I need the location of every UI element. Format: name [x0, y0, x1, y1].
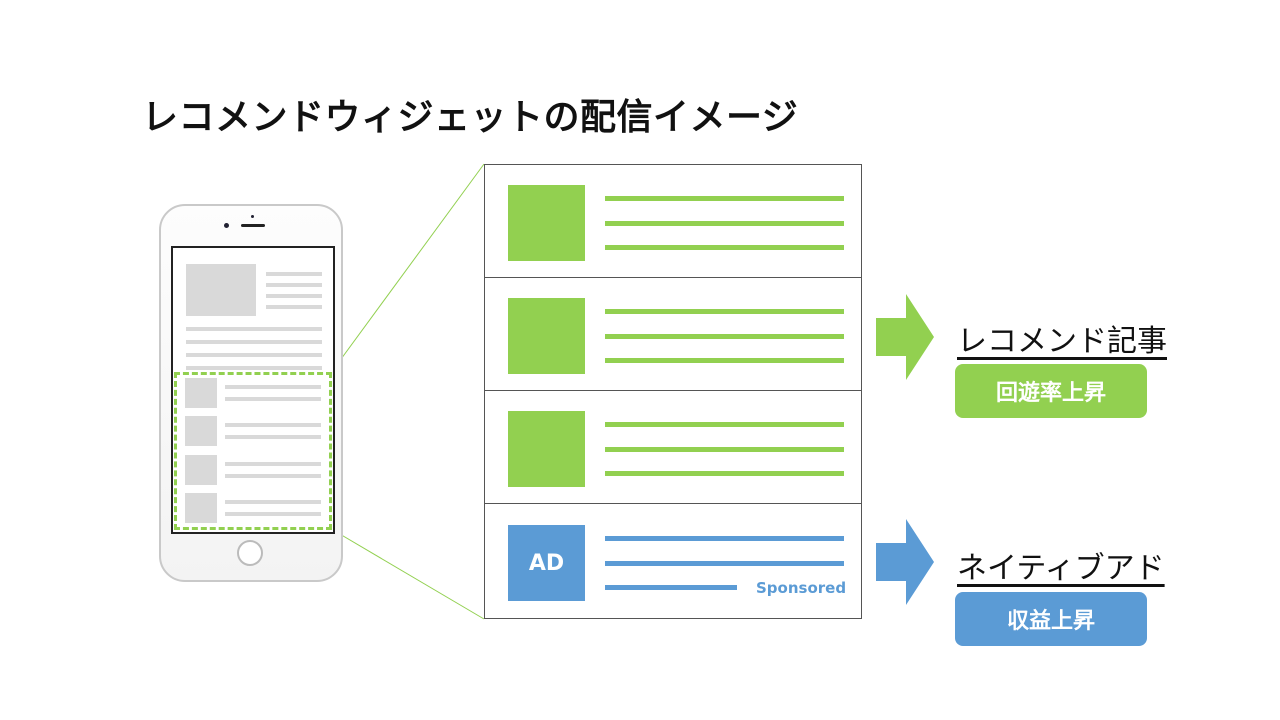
text-bar [605, 561, 844, 566]
widget-row-recommend [485, 391, 861, 504]
sponsored-label: Sponsored [756, 579, 847, 597]
article-text-line [186, 366, 322, 370]
article-text-line [266, 283, 322, 287]
article-image-placeholder [186, 264, 256, 316]
outcome-label-native-ad: ネイティブアド [957, 551, 1165, 586]
widget-text-line [225, 397, 321, 401]
recommend-thumbnail [508, 185, 585, 261]
widget-thumb-placeholder [185, 455, 217, 485]
widget-thumb-placeholder [185, 378, 217, 408]
outcome-badge-native-ad: 収益上昇 [955, 592, 1147, 646]
widget-row-recommend [485, 165, 861, 278]
outcome-badge-recommend: 回遊率上昇 [955, 364, 1147, 418]
article-text-line [186, 327, 322, 331]
page-title: レコメンドウィジェットの配信イメージ [142, 97, 799, 138]
widget-text-line [225, 385, 321, 389]
article-text-line [266, 272, 322, 276]
arrow-right-icon [876, 519, 934, 605]
widget-thumb-placeholder [185, 416, 217, 446]
text-bar [605, 221, 844, 226]
sensor-dot [251, 215, 254, 218]
recommend-thumbnail [508, 411, 585, 487]
text-bar [605, 334, 844, 339]
widget-text-line [225, 423, 321, 427]
text-bar [605, 245, 844, 250]
widget-row-recommend [485, 278, 861, 391]
article-text-line [186, 340, 322, 344]
widget-text-line [225, 462, 321, 466]
recommend-thumbnail [508, 298, 585, 374]
smartphone-mockup [159, 204, 343, 582]
text-bar [605, 471, 844, 476]
text-bar [605, 447, 844, 452]
widget-highlight-box [174, 372, 332, 530]
ad-label: AD [528, 550, 565, 576]
phone-screen [171, 246, 335, 534]
front-camera [224, 223, 229, 228]
text-bar [605, 422, 844, 427]
text-bar [605, 309, 844, 314]
article-text-line [266, 294, 322, 298]
widget-text-line [225, 500, 321, 504]
widget-row-ad: AD Sponsored [485, 505, 861, 618]
speaker-slot [241, 224, 265, 227]
arrow-right-icon [876, 294, 934, 380]
text-bar [605, 196, 844, 201]
text-bar [605, 585, 737, 590]
widget-thumb-placeholder [185, 493, 217, 523]
text-bar [605, 358, 844, 363]
outcome-label-recommend: レコメンド記事 [957, 324, 1167, 359]
widget-text-line [225, 512, 321, 516]
widget-text-line [225, 474, 321, 478]
article-text-line [186, 353, 322, 357]
ad-thumbnail: AD [508, 525, 585, 601]
widget-zoom-panel: AD Sponsored [484, 164, 862, 619]
article-text-line [266, 305, 322, 309]
widget-text-line [225, 435, 321, 439]
home-button [237, 540, 263, 566]
text-bar [605, 536, 844, 541]
